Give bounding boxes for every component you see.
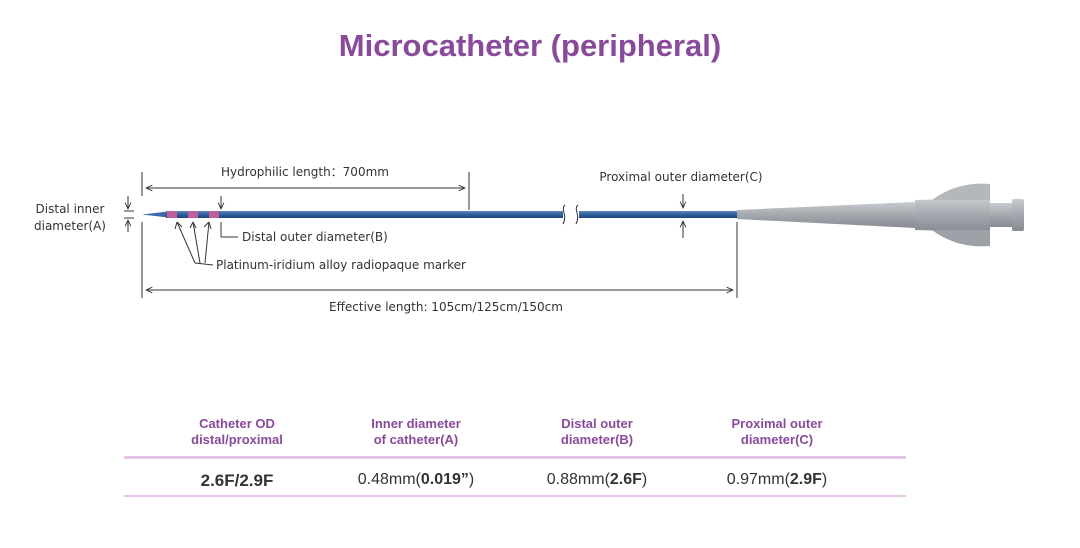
hydrophilic-length-label: Hydrophilic length：700mm xyxy=(221,165,389,179)
luer-hub xyxy=(915,183,1024,247)
column-header-proximal-outer: Proximal outer diameter(C) xyxy=(731,416,823,447)
cell-proximal-outer: 0.97mm(2.9F) xyxy=(726,471,828,488)
table-header-rule xyxy=(124,456,906,459)
catheter-shaft-proximal xyxy=(579,211,739,218)
catheter-tip xyxy=(142,211,168,218)
distal-outer-diameter-label: Distal outer diameter(B) xyxy=(242,230,388,244)
catheter-shaft-distal xyxy=(166,211,563,218)
radiopaque-marker xyxy=(188,211,198,218)
shaft-break-symbol xyxy=(562,204,566,225)
radiopaque-marker xyxy=(167,211,177,218)
table-bottom-rule xyxy=(124,495,906,497)
cell-inner-diameter: 0.48mm(0.019”) xyxy=(357,471,475,488)
column-header-inner-diameter: Inner diameter of catheter(A) xyxy=(371,416,461,447)
marker-leader-lines xyxy=(174,221,214,266)
cell-distal-outer: 0.88mm(2.6F) xyxy=(546,471,648,488)
proximal-outer-diameter-label: Proximal outer diameter(C) xyxy=(599,170,762,184)
distal-inner-label-line1: Distal inner xyxy=(36,202,105,216)
column-header-distal-outer: Distal outer diameter(B) xyxy=(560,416,634,447)
distal-inner-diameter-indicator xyxy=(124,196,134,232)
distal-inner-label-line2: diameter(A) xyxy=(34,219,106,233)
strain-relief xyxy=(737,202,915,228)
page-title: Microcatheter (peripheral) xyxy=(338,28,722,63)
cell-catheter-od: 2.6F/2.9F xyxy=(200,471,274,490)
column-header-catheter-od: Catheter OD distal/proximal xyxy=(191,416,283,447)
effective-length-label: Effective length: 105cm/125cm/150cm xyxy=(329,300,563,314)
radiopaque-marker-label: Platinum-iridium alloy radiopaque marker xyxy=(216,258,466,272)
radiopaque-marker xyxy=(209,211,219,218)
